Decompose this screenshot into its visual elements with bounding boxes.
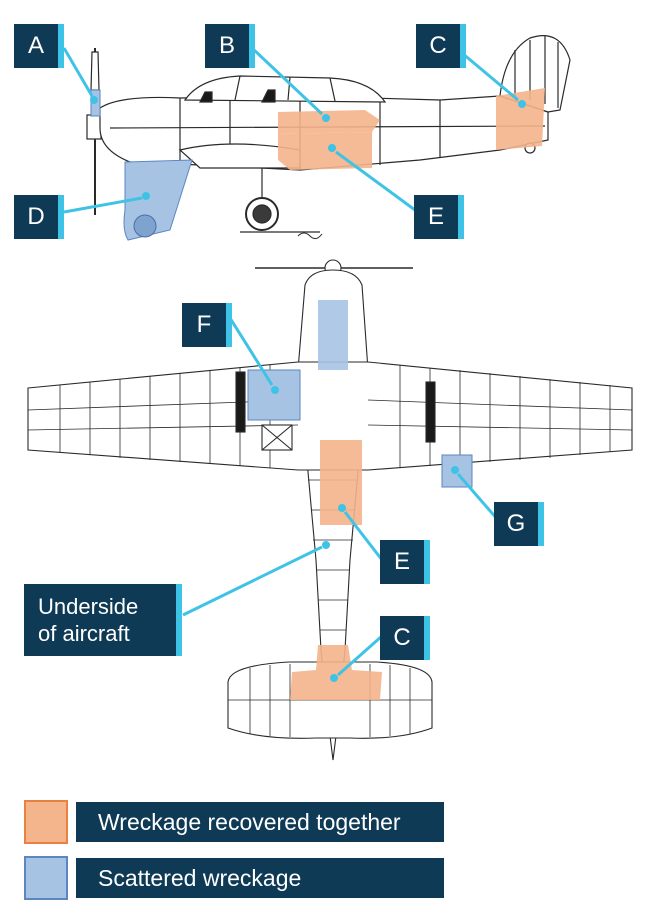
callout-b-text: B <box>218 32 235 59</box>
plan-view-highlights <box>247 300 473 700</box>
callout-c-plan-text: C <box>393 624 411 651</box>
callout-e-side-text: E <box>427 203 444 230</box>
side-highlight-c <box>496 88 545 150</box>
plan-highlight-f <box>247 369 301 421</box>
callout-b: B <box>205 24 255 68</box>
callout-d-text: D <box>27 203 45 230</box>
callout-e-plan: E <box>380 540 430 584</box>
side-highlight-e <box>278 132 372 170</box>
callout-underside-line2: of aircraft <box>38 621 130 646</box>
plan-highlight-e <box>320 440 362 525</box>
callout-c-side: C <box>416 24 466 68</box>
plan-highlight-nose <box>318 300 348 370</box>
callout-f: F <box>182 303 232 347</box>
legend-label-scattered: Scattered wreckage <box>76 858 444 898</box>
callout-c-side-text: C <box>429 32 447 59</box>
legend-swatch-orange <box>24 800 68 844</box>
callout-c-plan: C <box>380 616 430 660</box>
callout-d: D <box>14 195 64 239</box>
plan-highlight-c <box>290 645 382 700</box>
callout-a-text: A <box>27 32 44 59</box>
callout-f-text: F <box>196 311 212 338</box>
callout-g-text: G <box>506 510 526 537</box>
callout-e-side: E <box>414 195 464 239</box>
side-highlight-b <box>278 110 380 134</box>
callout-e-plan-text: E <box>393 548 410 575</box>
callout-a: A <box>14 24 64 68</box>
callout-underside-line1: Underside <box>38 593 139 619</box>
legend-swatch-blue <box>24 856 68 900</box>
leader-lines <box>62 46 526 682</box>
callout-g: G <box>494 502 544 546</box>
callout-underside: Underside of aircraft <box>24 584 182 656</box>
legend-label-recovered: Wreckage recovered together <box>76 802 444 842</box>
